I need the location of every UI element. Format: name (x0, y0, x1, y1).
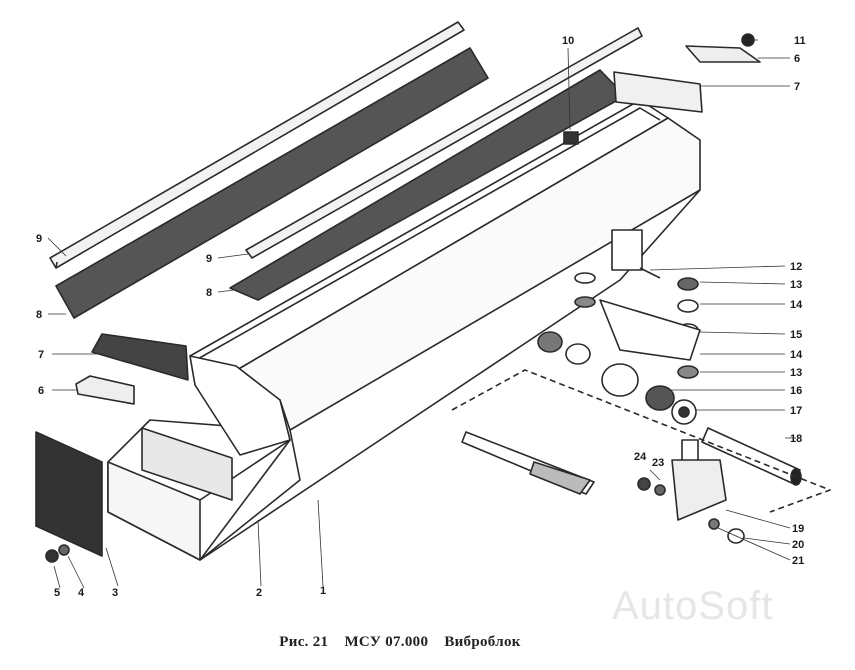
figure-caption: Рис. 21 МСУ 07.000 Виброблок (0, 634, 800, 651)
end-plate-3 (35, 431, 103, 557)
callout-14-bottom: 14 (790, 349, 803, 361)
leader-lines (47, 39, 796, 589)
callout-18: 18 (790, 433, 802, 445)
callout-12: 12 (790, 261, 802, 273)
callout-13-bottom: 13 (790, 367, 802, 379)
callout-6-left: 6 (38, 385, 44, 397)
callout-14-top: 14 (790, 299, 803, 311)
plate-7-left (91, 333, 189, 381)
callout-5: 5 (54, 587, 60, 599)
callout-8-left: 8 (36, 309, 42, 321)
rubber-sheet-8-left (55, 47, 489, 319)
part-code: МСУ 07.000 (344, 634, 429, 650)
callout-8-right: 8 (206, 287, 212, 299)
bracket-6-left (75, 375, 135, 405)
callout-3: 3 (112, 587, 118, 599)
figure-title: Виброблок (444, 634, 521, 650)
callout-2: 2 (256, 587, 262, 599)
lever-link (461, 431, 595, 495)
bolt-10 (563, 131, 579, 145)
callout-24: 24 (634, 451, 647, 463)
callout-17: 17 (790, 405, 802, 417)
callout-10: 10 (562, 35, 574, 47)
figure-label: Рис. 21 (279, 634, 329, 650)
callout-13-top: 13 (790, 279, 802, 291)
callout-7-left: 7 (38, 349, 44, 361)
plate-7-right (613, 71, 703, 113)
callout-4: 4 (78, 587, 85, 599)
strip-9-left (49, 21, 465, 269)
callout-7-right: 7 (794, 81, 800, 93)
callout-numbers: 1 2 3 4 5 6 6 7 7 8 8 9 9 10 11 12 13 13… (36, 35, 806, 599)
callout-15: 15 (790, 329, 802, 341)
bracket-6-right (685, 33, 761, 63)
callout-23: 23 (652, 457, 664, 469)
callout-6-right: 6 (794, 53, 800, 65)
callout-20: 20 (792, 539, 804, 551)
vibrator-assembly (537, 229, 701, 425)
callout-1: 1 (320, 585, 326, 597)
callout-16: 16 (790, 385, 802, 397)
strip-9-right (245, 27, 643, 259)
watermark: AutoSoft (612, 584, 774, 628)
bracket-19 (671, 439, 727, 521)
trough-body (107, 99, 701, 561)
callout-19: 19 (792, 523, 804, 535)
callout-21: 21 (792, 555, 804, 567)
mounting-line (451, 369, 831, 513)
callout-9-left: 9 (36, 233, 42, 245)
callout-9-right: 9 (206, 253, 212, 265)
callout-11: 11 (794, 35, 806, 47)
